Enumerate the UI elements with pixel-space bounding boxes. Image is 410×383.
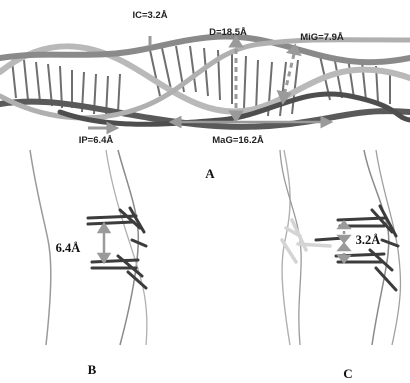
panel-b-measurement: 6.4Å (56, 241, 81, 255)
panel-b-intercalation: 6.4Å B (30, 150, 147, 377)
label-d: D=18.5Å (209, 27, 247, 38)
panel-c-measurement: 3.2Å (356, 233, 381, 247)
label-ip: IP=6.4Å (79, 135, 114, 146)
panel-a-helix: IC=3.2Å D=18.5Å MiG=7.9Å IP=6.4Å MaG=16.… (0, 10, 410, 181)
panel-a-letter: A (205, 166, 215, 181)
panel-c-intercalation: 3.2Å C (280, 150, 400, 381)
panel-b-distance-arrow (99, 224, 109, 262)
panel-c-base-stack (316, 206, 398, 290)
panel-b-strand-right (118, 150, 138, 345)
label-mag: MaG=16.2Å (212, 135, 264, 146)
panel-b-base-stack (88, 208, 146, 288)
panel-b-letter: B (88, 362, 97, 377)
panel-b-strand-left (30, 150, 51, 345)
panel-c-letter: C (343, 366, 352, 381)
panel-c-distance-arrows (339, 222, 349, 262)
label-ic: IC=3.2Å (132, 10, 167, 21)
panel-c-strand-right (364, 150, 389, 345)
label-mig: MiG=7.9Å (300, 32, 344, 43)
